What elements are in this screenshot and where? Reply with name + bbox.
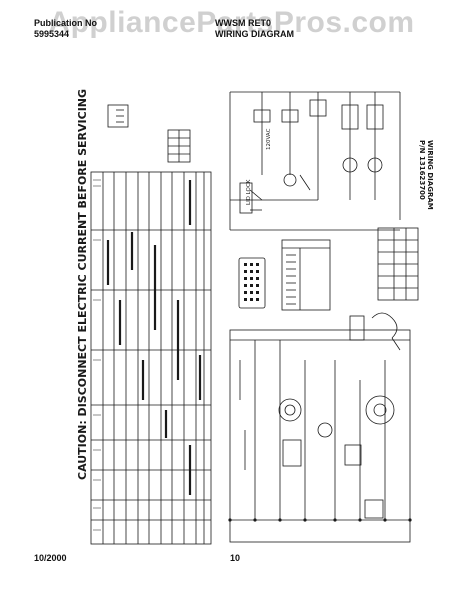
- component-table: [377, 227, 419, 301]
- footer-date: 10/2000: [34, 553, 67, 563]
- voltage-label: 120VAC: [266, 128, 272, 150]
- connector-block: [238, 257, 266, 309]
- footer-page-number: 10: [230, 553, 241, 563]
- schematic-lower: [228, 312, 412, 543]
- diagram-title: WIRING DIAGRAM: [426, 140, 434, 210]
- cycle-chart-table: [90, 171, 212, 545]
- lid-lock-label: LID LOCK: [246, 179, 252, 205]
- watermark-text: AppliancePartsPros.com: [48, 6, 415, 39]
- publication-number: 5995344: [34, 29, 70, 39]
- model-number: WWSM: [215, 18, 246, 28]
- model-suffix: RET0: [248, 18, 272, 28]
- caution-label: CAUTION: DISCONNECT ELECTRIC CURRENT BEF…: [76, 89, 89, 480]
- header-title: WIRING DIAGRAM: [215, 29, 294, 39]
- header-center: WWSM RET0 WIRING DIAGRAM: [215, 18, 294, 40]
- publication-label: Publication No: [34, 18, 97, 28]
- publication-block: Publication No 5995344: [34, 18, 97, 40]
- wire-color-legend: [281, 239, 331, 311]
- schematic-upper: [229, 91, 401, 231]
- switch-legend: [107, 104, 191, 163]
- diagram-part-number: P/N 131623700: [418, 140, 426, 200]
